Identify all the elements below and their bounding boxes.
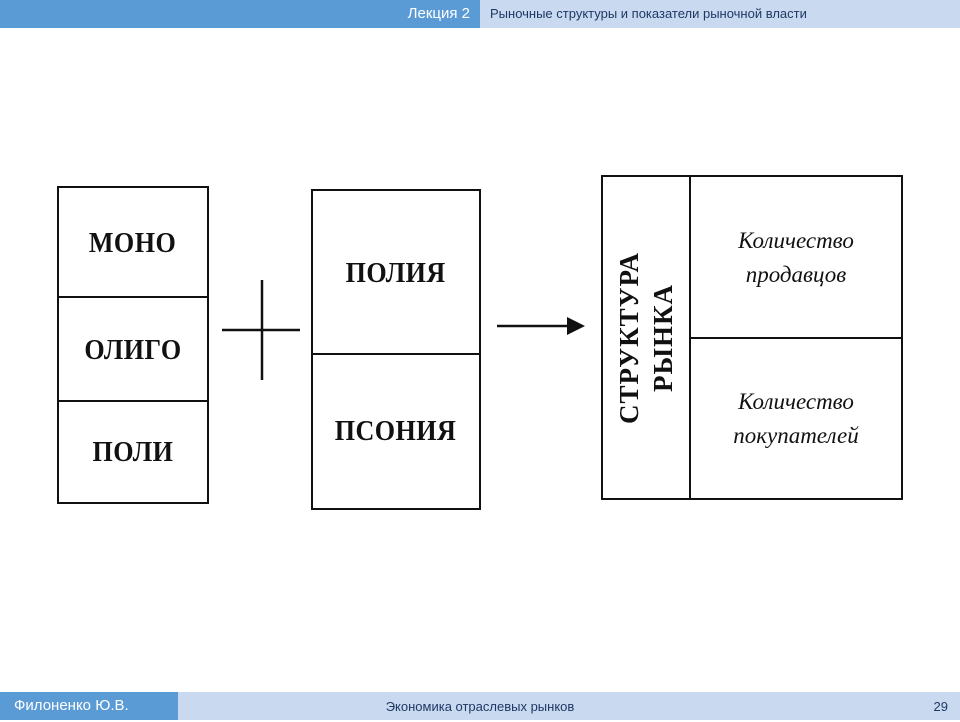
market-structure-title: СТРУКТУРА РЫНКА xyxy=(614,251,678,424)
prefix-cell-oligo: ОЛИГО xyxy=(59,296,207,402)
prefix-mono: МОНО xyxy=(89,226,177,259)
prefix-oligo: ОЛИГО xyxy=(84,333,182,366)
arrow-right-icon xyxy=(497,317,585,335)
suffix-box: ПОЛИЯ ПСОНИЯ xyxy=(311,189,481,510)
buyers-count-label: Количество покупателей xyxy=(733,388,859,448)
course-name: Экономика отраслевых рынков xyxy=(178,692,782,720)
prefix-cell-mono: МОНО xyxy=(59,188,207,298)
plus-icon xyxy=(222,280,300,380)
prefix-box: МОНО ОЛИГО ПОЛИ xyxy=(57,186,209,504)
prefix-cell-poli: ПОЛИ xyxy=(59,400,207,502)
market-structure-title-column: СТРУКТУРА РЫНКА xyxy=(603,177,691,498)
sellers-count-label: Количество продавцов xyxy=(738,228,854,287)
author: Филоненко Ю.В. xyxy=(0,692,178,720)
sellers-count-cell: Количество продавцов xyxy=(691,177,901,339)
market-structure-box: СТРУКТУРА РЫНКА Количество продавцов Кол… xyxy=(601,175,903,500)
buyers-count-cell: Количество покупателей xyxy=(691,337,901,498)
slide-title: Рыночные структуры и показатели рыночной… xyxy=(480,0,960,28)
page-number: 29 xyxy=(782,692,960,720)
lecture-number: Лекция 2 xyxy=(0,0,480,28)
suffix-poliya: ПОЛИЯ xyxy=(345,256,447,289)
suffix-cell-poliya: ПОЛИЯ xyxy=(313,191,479,355)
suffix-cell-psoniya: ПСОНИЯ xyxy=(313,353,479,508)
prefix-poli: ПОЛИ xyxy=(92,435,174,468)
suffix-psoniya: ПСОНИЯ xyxy=(335,415,457,447)
